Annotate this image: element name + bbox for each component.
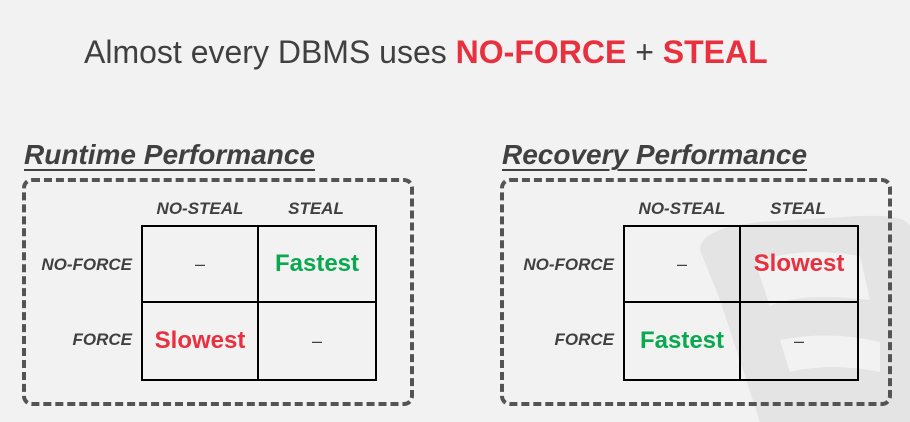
headline-prefix: Almost every DBMS uses bbox=[84, 34, 456, 70]
cell-dash: – bbox=[311, 330, 322, 351]
recovery-col-no-steal: NO-STEAL bbox=[638, 199, 726, 218]
runtime-panel-title: Runtime Performance bbox=[24, 139, 315, 170]
runtime-row-force: FORCE bbox=[72, 330, 133, 349]
recovery-cell-force-nosteal: Fastest bbox=[625, 303, 741, 379]
cell-dash: – bbox=[676, 253, 687, 274]
headline: Almost every DBMS uses NO-FORCE + STEAL bbox=[84, 34, 768, 71]
runtime-matrix: – Fastest Slowest – bbox=[141, 225, 377, 381]
cell-dash: – bbox=[194, 253, 205, 274]
recovery-col-steal: STEAL bbox=[770, 199, 826, 218]
cell-slowest: Slowest bbox=[753, 250, 845, 277]
recovery-row-force: FORCE bbox=[554, 330, 615, 349]
cell-slowest: Slowest bbox=[154, 327, 246, 354]
runtime-cell-force-steal: – bbox=[259, 303, 375, 379]
recovery-panel-title: Recovery Performance bbox=[502, 139, 808, 170]
cell-dash: – bbox=[793, 330, 804, 351]
headline-term-steal: STEAL bbox=[662, 34, 768, 70]
cell-fastest: Fastest bbox=[274, 250, 360, 277]
runtime-row-no-force: NO-FORCE bbox=[41, 255, 132, 274]
runtime-cell-noforce-nosteal: – bbox=[143, 227, 259, 303]
headline-term-no-force: NO-FORCE bbox=[455, 34, 627, 70]
recovery-row-no-force: NO-FORCE bbox=[523, 255, 614, 274]
recovery-panel-box bbox=[500, 178, 892, 406]
recovery-matrix: – Slowest Fastest – bbox=[623, 225, 859, 381]
recovery-cell-noforce-nosteal: – bbox=[625, 227, 741, 303]
runtime-cell-force-nosteal: Slowest bbox=[143, 303, 259, 379]
runtime-panel-box bbox=[22, 178, 414, 406]
runtime-col-steal: STEAL bbox=[288, 199, 344, 218]
headline-joiner: + bbox=[626, 34, 663, 70]
runtime-col-no-steal: NO-STEAL bbox=[156, 199, 244, 218]
runtime-cell-noforce-steal: Fastest bbox=[259, 227, 375, 303]
recovery-cell-force-steal: – bbox=[741, 303, 857, 379]
recovery-cell-noforce-steal: Slowest bbox=[741, 227, 857, 303]
cell-fastest: Fastest bbox=[639, 327, 725, 354]
